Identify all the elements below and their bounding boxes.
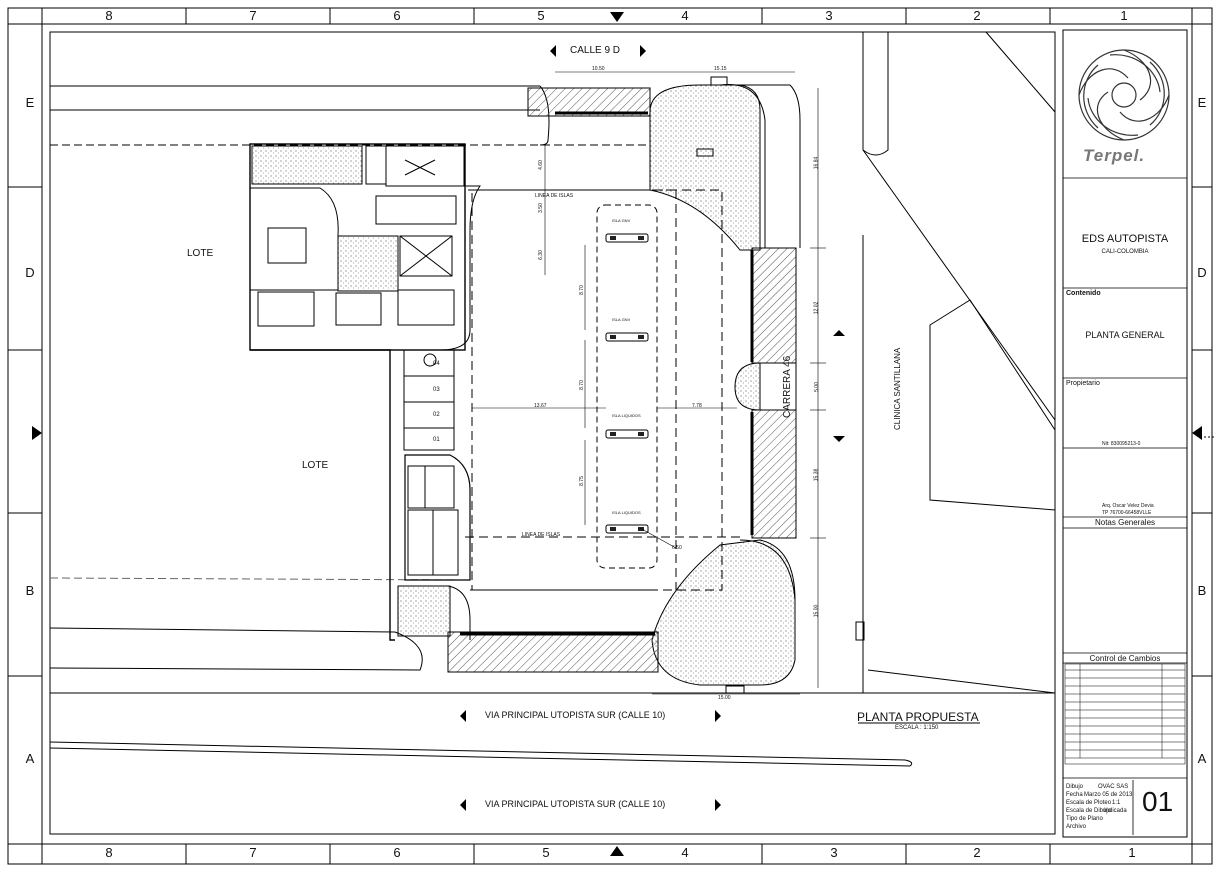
control-cambios: Control de Cambios bbox=[1089, 654, 1161, 663]
grid-col-2: 2 bbox=[973, 8, 981, 23]
grid-row-a: A bbox=[25, 751, 35, 766]
field-dibujo-label: Dibujo bbox=[1066, 784, 1084, 790]
grid-col-1: 1 bbox=[1120, 8, 1128, 23]
grid-col-4-bottom: 4 bbox=[681, 845, 689, 860]
parking-number-01: 01 bbox=[433, 437, 440, 443]
street-via-principal-2: VIA PRINCIPAL UTOPISTA SUR (CALLE 10) bbox=[485, 799, 666, 809]
grid-row-e: E bbox=[25, 95, 35, 110]
dim-isla-3: 8.75 bbox=[578, 476, 585, 486]
clinica-label: CLINICA SANTILLANA bbox=[893, 347, 902, 430]
sheet-number: 01 bbox=[1142, 786, 1174, 817]
architect-license: TP 76700-66458VLLE bbox=[1102, 510, 1152, 516]
dim-right-2: 12.02 bbox=[813, 301, 820, 315]
dim-vert-b: 3.50 bbox=[537, 203, 544, 213]
plan-caption-title: PLANTA PROPUESTA bbox=[857, 710, 979, 724]
dim-right-5: 15.00 bbox=[813, 604, 820, 618]
dim-right-4: 15.38 bbox=[813, 468, 820, 482]
field-archivo-label: Archivo bbox=[1066, 824, 1087, 830]
field-fecha-value: Marzo 05 de 2013 bbox=[1084, 792, 1133, 798]
contenido-value: PLANTA GENERAL bbox=[1085, 330, 1165, 340]
dim-vert-c: 6.30 bbox=[537, 250, 544, 260]
contenido-label: Contenido bbox=[1066, 290, 1101, 297]
grid-row-d-right: D bbox=[1197, 265, 1207, 280]
grid-col-6: 6 bbox=[393, 8, 401, 23]
dim-inner-right: 7.78 bbox=[692, 403, 702, 409]
grid-col-3: 3 bbox=[825, 8, 833, 23]
project-location: CALI-COLOMBIA bbox=[1101, 249, 1149, 255]
plan-caption-scale: ESCALA : 1:150 bbox=[895, 725, 939, 731]
grid-col-3-bottom: 3 bbox=[830, 845, 838, 860]
dim-isla-2: 8.70 bbox=[578, 380, 585, 390]
isla-label-2: ISLA GNV bbox=[612, 317, 631, 322]
field-escala-ploteo-value: 1:1 bbox=[1112, 800, 1121, 806]
owner-nit: Nit: 830095213-0 bbox=[1102, 441, 1141, 447]
field-dibujo-value: OVAC SAS bbox=[1098, 784, 1129, 790]
isla-label-1: ISLA GNV bbox=[612, 218, 631, 223]
architect-name: Arq. Oscar Velez Devia bbox=[1102, 503, 1154, 509]
grid-row-d: D bbox=[25, 265, 35, 280]
grid-row-a-right: A bbox=[1197, 751, 1207, 766]
notas-generales: Notas Generales bbox=[1094, 518, 1156, 527]
project-name: EDS AUTOPISTA bbox=[1081, 233, 1169, 245]
grid-col-5: 5 bbox=[537, 8, 545, 23]
street-calle-9d: CALLE 9 D bbox=[570, 45, 621, 56]
dim-isla-1: 8.70 bbox=[578, 285, 585, 295]
grid-col-8: 8 bbox=[105, 8, 113, 23]
dim-bottom: 15.00 bbox=[718, 695, 731, 701]
parking-number-02: 02 bbox=[433, 412, 440, 418]
dim-right-1: 16.84 bbox=[813, 156, 820, 170]
field-escala-dibujo-label: Escala de Dibujo bbox=[1066, 808, 1112, 814]
terpel-brand: Terpel. bbox=[1083, 146, 1146, 165]
lote-label-top: LOTE bbox=[187, 248, 214, 259]
grid-row-e-right: E bbox=[1197, 95, 1207, 110]
street-via-principal-1: VIA PRINCIPAL UTOPISTA SUR (CALLE 10) bbox=[485, 710, 666, 720]
grid-col-8-bottom: 8 bbox=[105, 845, 113, 860]
parking-number-04: 04 bbox=[433, 361, 440, 367]
linea-islas-top: LINEA DE ISLAS bbox=[535, 193, 574, 199]
field-escala-ploteo-label: Escala de Ploteo bbox=[1066, 800, 1112, 806]
lote-label-bottom: LOTE bbox=[302, 460, 329, 471]
dim-top-right: 15.15 bbox=[714, 66, 727, 72]
field-tipo-plano-label: Tipo de Plano bbox=[1066, 816, 1103, 822]
field-fecha-label: Fecha bbox=[1066, 792, 1083, 798]
grid-row-b: B bbox=[25, 583, 35, 598]
isla-label-3: ISLA LIQUIDOS bbox=[612, 413, 641, 418]
grid-col-7: 7 bbox=[249, 8, 257, 23]
grid-col-2-bottom: 2 bbox=[973, 845, 981, 860]
dim-diag: 6.50 bbox=[672, 545, 682, 551]
isla-label-4: ISLA LIQUIDOS bbox=[612, 510, 641, 515]
street-carrera-46: CARRERA 46 bbox=[782, 355, 793, 418]
dim-inner-left: 13.67 bbox=[534, 403, 547, 409]
grid-row-b-right: B bbox=[1197, 583, 1207, 598]
parking-number-03: 03 bbox=[433, 387, 440, 393]
grid-col-5-bottom: 5 bbox=[542, 845, 550, 860]
dim-top-left: 10.50 bbox=[592, 66, 605, 72]
propietario-label: Propietario bbox=[1066, 380, 1100, 387]
grid-col-1-bottom: 1 bbox=[1128, 845, 1136, 860]
grid-col-4: 4 bbox=[681, 8, 689, 23]
dim-vert-a: 4.60 bbox=[537, 160, 544, 170]
field-escala-dibujo-value: Indicada bbox=[1104, 808, 1127, 814]
grid-col-7-bottom: 7 bbox=[249, 845, 257, 860]
terpel-swirl-logo bbox=[1078, 49, 1170, 141]
grid-col-6-bottom: 6 bbox=[393, 845, 401, 860]
linea-islas-bottom: LINEA DE ISLAS bbox=[522, 532, 561, 538]
dim-right-3: 5.00 bbox=[813, 382, 820, 392]
